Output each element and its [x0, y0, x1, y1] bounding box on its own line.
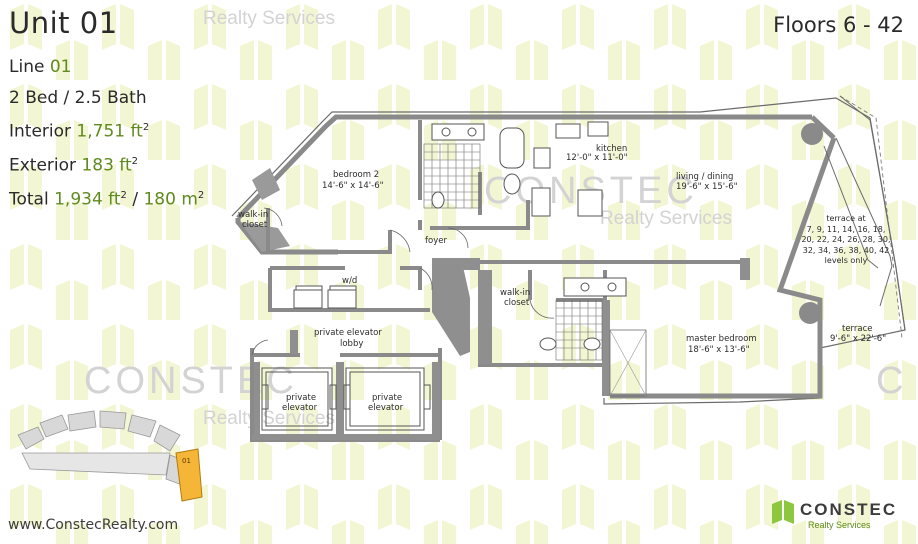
spec-interior-value: 1,751 ft	[76, 121, 143, 142]
terrace1-line: 7, 9, 11, 14, 16, 18,	[806, 224, 886, 234]
lobby-label-a: private elevator	[314, 328, 382, 338]
kitchen-dim: 12'-0" x 11'-0"	[566, 153, 628, 163]
terrace1-line: 20, 22, 24, 26, 28, 30,	[801, 235, 891, 244]
elevator2-label-b: elevator	[368, 403, 404, 413]
sup: 2	[131, 156, 139, 168]
elevator2-label-a: private	[372, 393, 403, 403]
walkin2-label-a: walk-in	[500, 288, 531, 298]
watermark-brand-right: C	[876, 360, 904, 402]
spec-total-metric: 180 m	[143, 189, 198, 210]
sup: 2	[142, 122, 150, 133]
master-dim: 18'-6" x 13'-6"	[688, 345, 750, 355]
spec-line: Line 01	[9, 52, 204, 83]
terrace1-line: levels only	[824, 256, 868, 265]
floors-range: Floors 6 - 42	[773, 13, 904, 37]
master-label: master bedroom	[686, 334, 757, 344]
watermark-services-top: Realty Services	[203, 8, 335, 29]
unit-title: Unit 01	[9, 6, 118, 40]
elevator1-label-b: elevator	[282, 403, 318, 413]
living-dim: 19'-6" x 15'-6"	[676, 182, 738, 192]
lobby-label-b: lobby	[340, 339, 364, 349]
key-plan: 01	[17, 410, 203, 502]
spec-interior-label: Interior	[9, 121, 72, 142]
footer-brand: CONSTEC	[800, 500, 898, 519]
living-label: living / dining	[676, 172, 734, 182]
spec-line-label: Line	[9, 57, 45, 77]
spec-bed-bath: 2 Bed / 2.5 Bath	[9, 87, 147, 108]
spec-exterior-label: Exterior	[9, 155, 77, 176]
spec-line-value: 01	[49, 57, 72, 77]
walkin1-label-a: walk-in	[238, 210, 269, 220]
spec-total-label: Total	[9, 189, 49, 210]
sup: 2	[197, 190, 205, 202]
walkin2-label-b: closet	[504, 298, 530, 308]
kitchen-label: kitchen	[596, 144, 628, 154]
constec-logo-icon	[772, 500, 794, 524]
spec-interior: Interior 1,751 ft2	[9, 113, 204, 147]
foyer-label: foyer	[425, 236, 447, 246]
terrace1-line: terrace at	[826, 214, 866, 223]
watermark-services-left: Realty Services	[203, 408, 335, 429]
bedroom2-dim: 14'-6" x 14'-6"	[322, 181, 384, 191]
terrace1-label: terrace at 7, 9, 11, 14, 16, 18, 20, 22,…	[796, 214, 896, 267]
wd-label: w/d	[342, 276, 358, 286]
sup: 2	[120, 190, 127, 202]
spec-exterior: Exterior 183 ft2	[9, 147, 204, 181]
key-plan-unit-label: 01	[182, 457, 191, 465]
walkin1-label-b: closet	[242, 220, 268, 230]
footer-brand-sub: Realty Services	[808, 520, 871, 530]
spec-exterior-value: 183 ft	[81, 155, 132, 176]
watermark-services-center: Realty Services	[600, 208, 732, 229]
terrace2-label: terrace	[842, 324, 873, 334]
terrace2-dim: 9'-6" x 22'-6"	[830, 334, 887, 344]
bedroom2-label: bedroom 2	[333, 170, 380, 180]
unit-specs: Line 01 2 Bed / 2.5 Bath Interior 1,751 …	[9, 52, 204, 215]
spec-total-value: 1,934 ft	[54, 189, 121, 210]
elevator1-label-a: private	[286, 393, 317, 403]
website-link[interactable]: www.ConstecRealty.com	[8, 517, 179, 533]
spec-total: Total 1,934 ft2 / 180 m2	[9, 189, 205, 210]
terrace1-line: 32, 34, 36, 38, 40, 42	[802, 245, 890, 255]
